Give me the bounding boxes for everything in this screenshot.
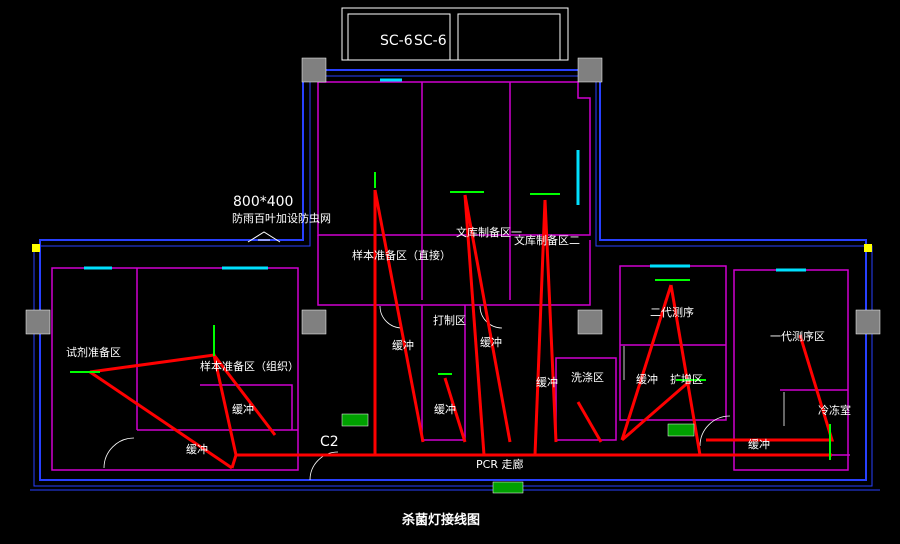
label-buffer-8: 缓冲 bbox=[748, 437, 770, 451]
room-reagent: 试剂准备区 bbox=[66, 345, 121, 359]
windows bbox=[84, 78, 806, 272]
label-buffer-1: 缓冲 bbox=[392, 338, 414, 352]
room-freeze: 冷冻室 bbox=[818, 403, 851, 417]
grid-marker-right bbox=[864, 244, 872, 252]
room-culture-b: 文库制备区二 bbox=[514, 233, 580, 247]
room-second-gen: 二代测序 bbox=[650, 305, 694, 319]
room-third-gen: 一代测序区 bbox=[770, 329, 825, 343]
room-corridor: PCR 走廊 bbox=[476, 457, 523, 471]
equipment-label-left: SC-6 bbox=[380, 33, 413, 49]
label-buffer-5: 缓冲 bbox=[232, 402, 254, 416]
note-size: 800*400 bbox=[233, 194, 293, 210]
room-print: 打制区 bbox=[433, 313, 466, 327]
note-desc: 防雨百叶加设防虫网 bbox=[232, 211, 331, 225]
equipment-box bbox=[341, 7, 569, 61]
label-buffer-7: 缓冲 bbox=[636, 372, 658, 386]
grid-marker-left bbox=[32, 244, 40, 252]
label-buffer-4: 缓冲 bbox=[536, 375, 558, 389]
wiring bbox=[89, 189, 835, 470]
label-buffer-3: 缓冲 bbox=[434, 402, 456, 416]
fixtures bbox=[341, 413, 695, 494]
columns bbox=[25, 57, 881, 335]
label-buffer-2: 缓冲 bbox=[480, 335, 502, 349]
outer-walls bbox=[30, 69, 880, 491]
room-culture-a: 文库制备区一 bbox=[456, 225, 522, 239]
room-amplify: 扩增区 bbox=[670, 372, 703, 386]
uv-lamps bbox=[70, 172, 831, 460]
label-buffer-6: 缓冲 bbox=[186, 442, 208, 456]
drawing-title: 杀菌灯接线图 bbox=[402, 512, 480, 528]
doors bbox=[103, 305, 785, 481]
room-wash: 洗涤区 bbox=[571, 370, 604, 384]
arrow-up-icon bbox=[247, 231, 281, 243]
equipment-label-right: SC-6 bbox=[414, 33, 447, 49]
label-c2: C2 bbox=[320, 434, 339, 450]
room-specimen: 样本准备区（组织） bbox=[200, 359, 299, 373]
room-sample-prep: 样本准备区（直接） bbox=[352, 248, 451, 262]
